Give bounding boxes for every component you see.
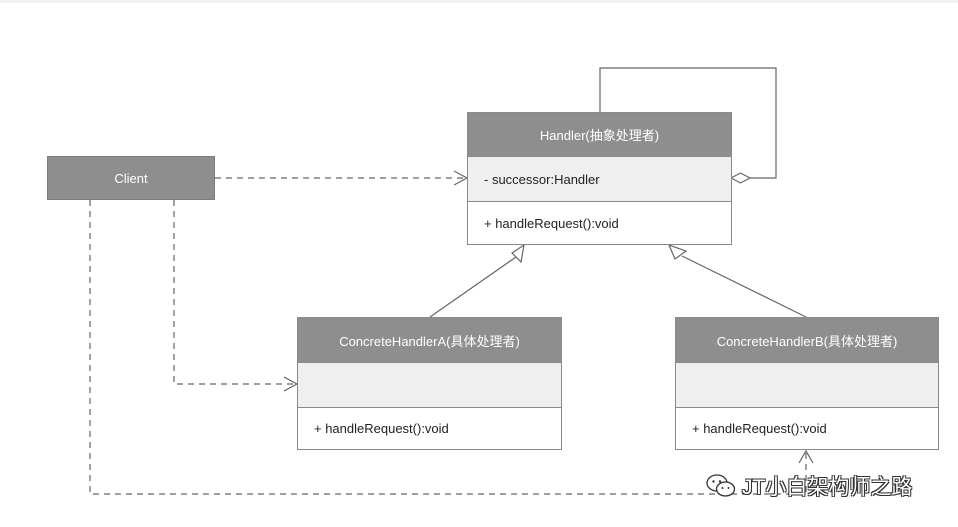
handler-class-box: Handler(抽象处理者) - successor:Handler + han… [467, 112, 732, 245]
concrete-handler-b-attributes [676, 362, 938, 408]
concrete-handler-b-title: ConcreteHandlerB(具体处理者) [716, 333, 898, 349]
client-label: Client [114, 170, 148, 186]
concrete-handler-a-title: ConcreteHandlerA(具体处理者) [339, 333, 520, 349]
watermark: JT小白架构师之路 [706, 470, 912, 502]
concrete-a-generalization-triangle [511, 243, 525, 264]
concrete-handler-a-methods: + handleRequest():void [298, 408, 561, 449]
handler-class-title: Handler(抽象处理者) [539, 128, 660, 143]
concrete-handler-a-method-handle-request: + handleRequest():void [314, 421, 449, 436]
aggregation-diamond [729, 172, 752, 184]
concrete-handler-a-class-box: ConcreteHandlerA(具体处理者) + handleRequest(… [297, 317, 562, 450]
concrete-b-generalization-triangle [667, 243, 688, 260]
handler-attribute-successor: - successor:Handler [484, 171, 600, 187]
concrete-handler-b-method-handle-request: + handleRequest():void [692, 421, 827, 436]
concrete-handler-b-methods: + handleRequest():void [676, 408, 938, 449]
client-class-box: Client [47, 156, 215, 200]
concrete-a-generalization-line [429, 256, 517, 318]
top-divider [0, 0, 958, 3]
handler-methods: + handleRequest():void [468, 202, 731, 244]
concrete-b-generalization-line [681, 255, 807, 318]
client-to-concrete-a-dependency [173, 200, 296, 385]
wechat-icon [706, 474, 736, 497]
client-to-concrete-b-arrowhead [798, 449, 814, 464]
handler-method-handle-request: + handleRequest():void [484, 215, 619, 231]
concrete-handler-b-header: ConcreteHandlerB(具体处理者) [676, 318, 938, 362]
concrete-handler-a-header: ConcreteHandlerA(具体处理者) [298, 318, 561, 362]
handler-class-header: Handler(抽象处理者) [468, 113, 731, 156]
concrete-handler-a-attributes [298, 362, 561, 408]
concrete-handler-b-class-box: ConcreteHandlerB(具体处理者) + handleRequest(… [675, 317, 939, 450]
client-to-concrete-b-dependency [89, 200, 807, 495]
watermark-text: JT小白架构师之路 [742, 476, 913, 499]
self-association-line [599, 67, 777, 179]
handler-attributes: - successor:Handler [468, 156, 731, 202]
